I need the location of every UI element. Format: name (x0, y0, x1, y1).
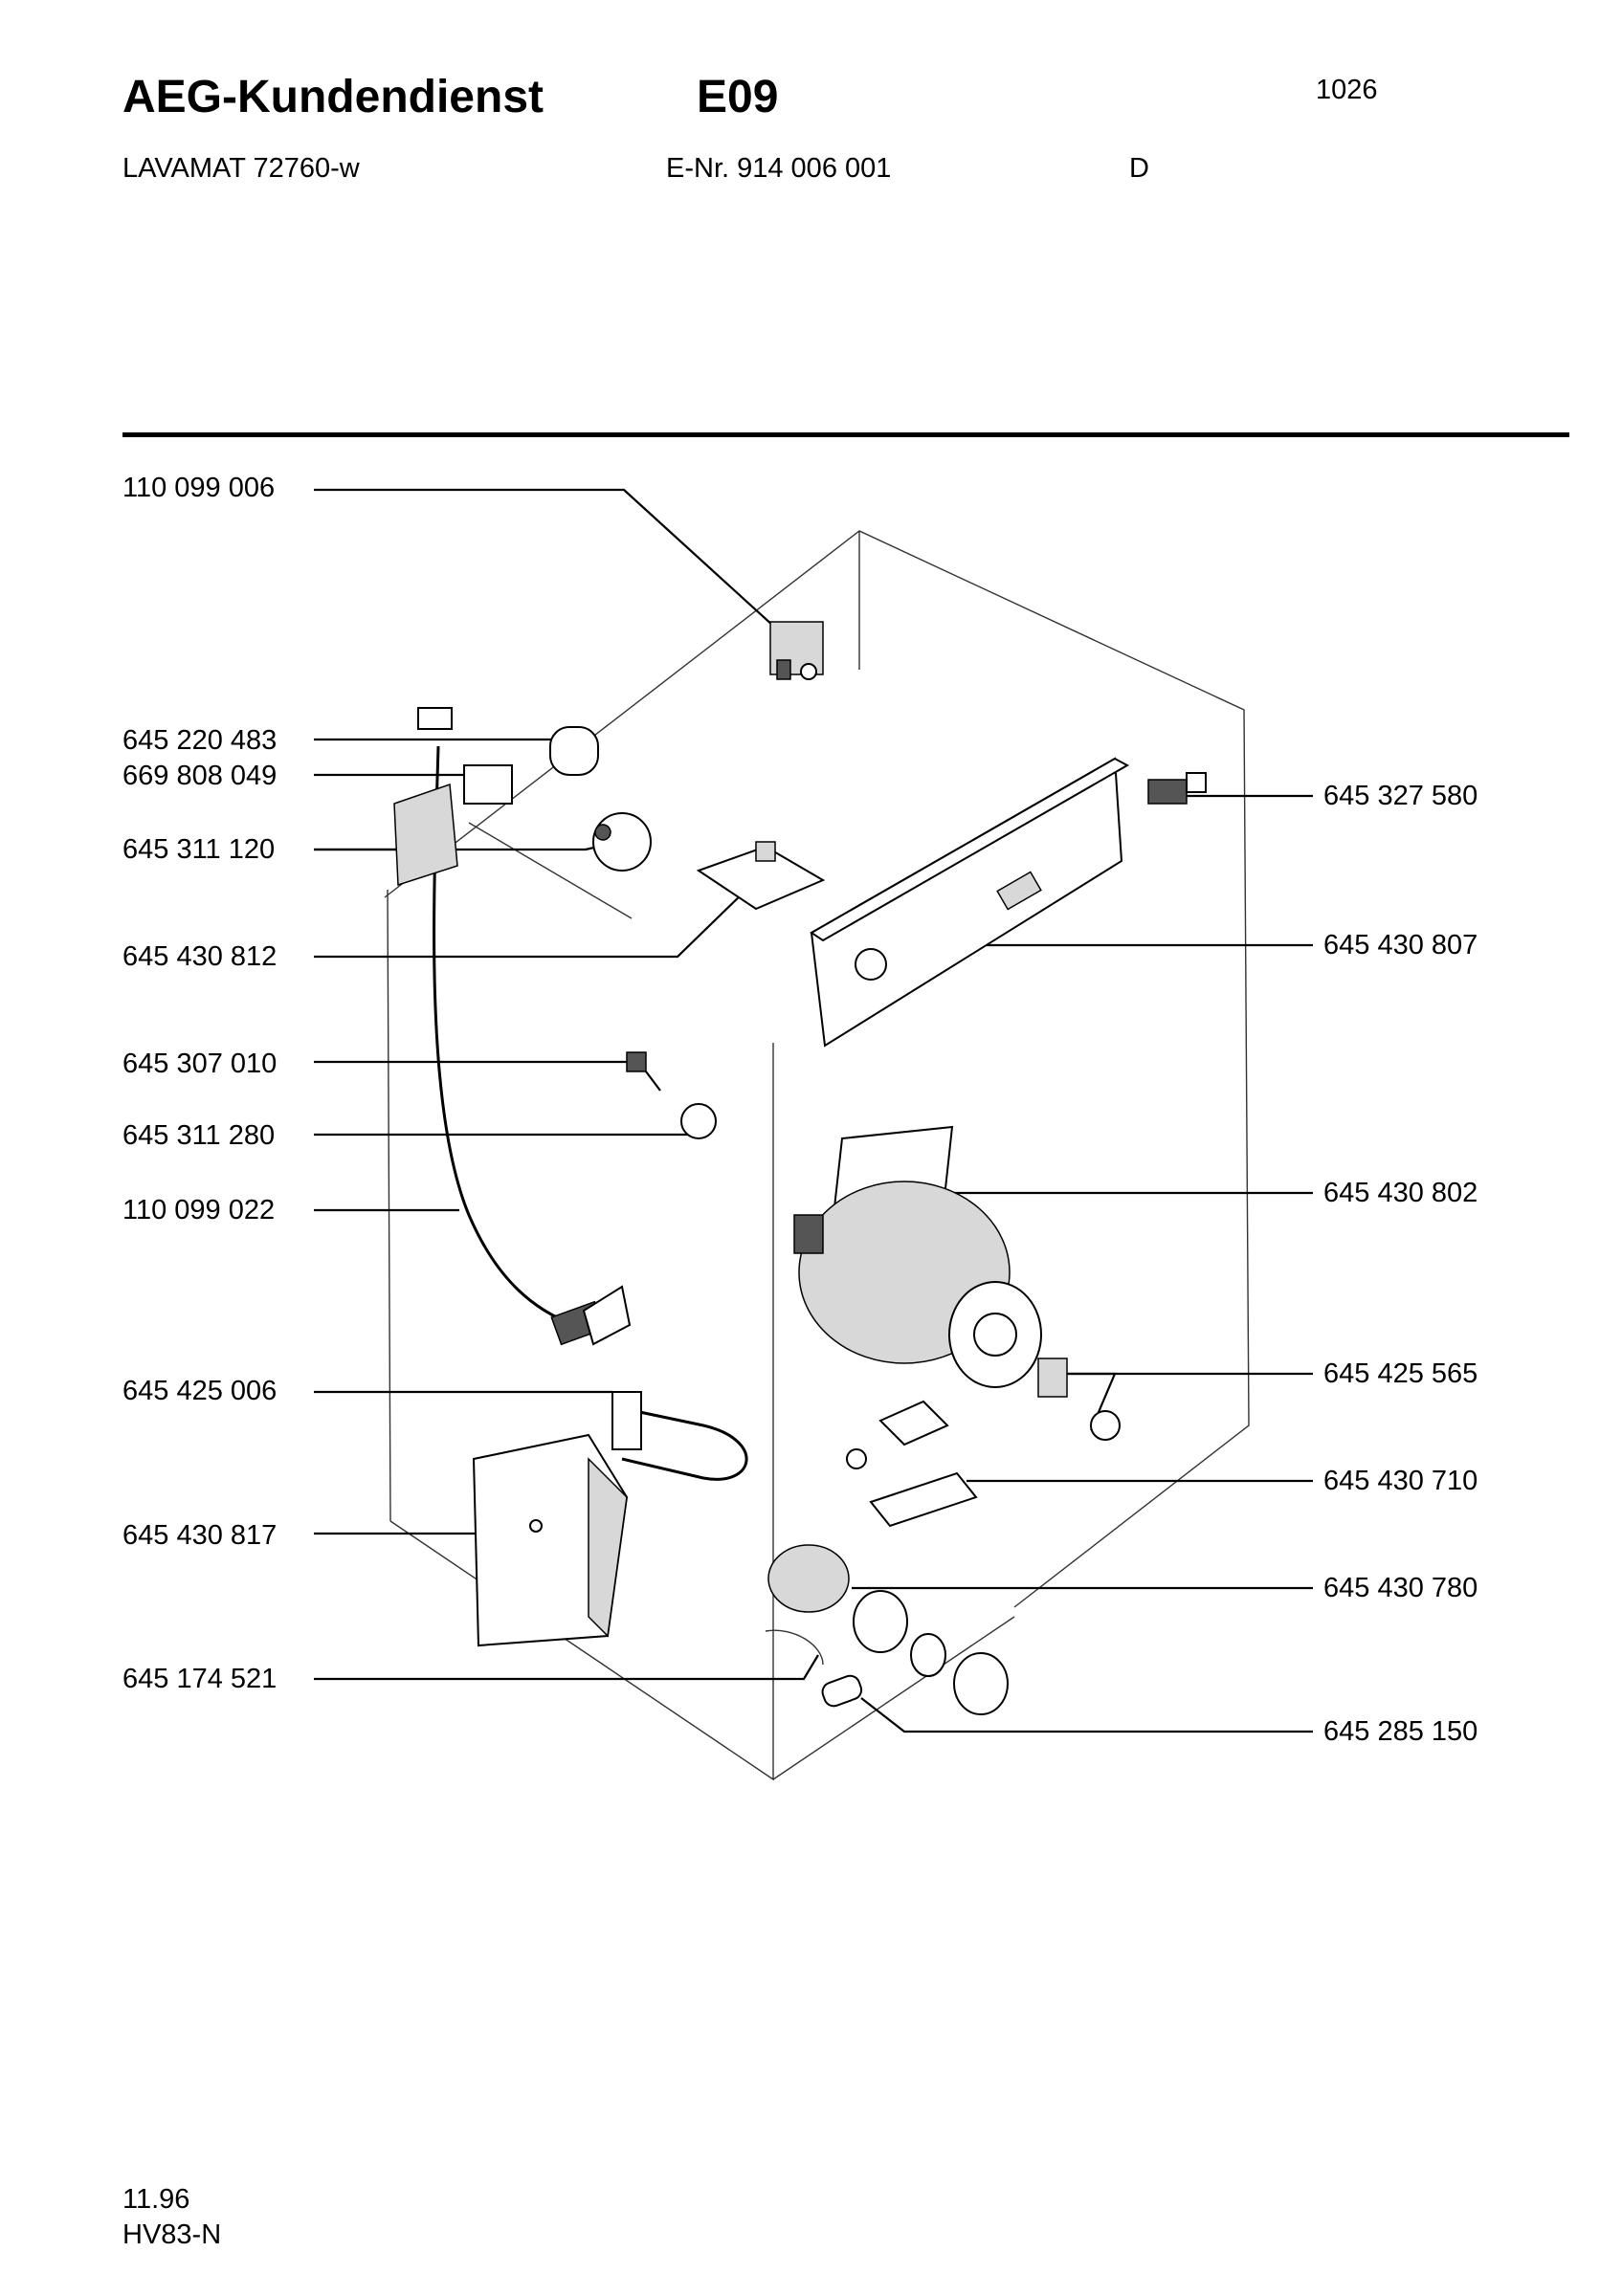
part-tacho (1037, 1358, 1121, 1441)
part-pcb (696, 841, 826, 911)
part-motor (793, 1125, 1042, 1388)
part-right-connector (1147, 772, 1207, 805)
doc-code: E09 (697, 72, 779, 122)
part-programmer-box (472, 1433, 629, 1647)
model-name: LAVAMAT 72760-w (122, 153, 360, 184)
brand-title: AEG-Kundendienst (122, 72, 544, 122)
part-seal-ring (821, 1674, 863, 1708)
language-code: D (1129, 153, 1149, 184)
part-label-right: 645 425 565 (1323, 1358, 1478, 1389)
part-top-connector (769, 621, 824, 680)
part-label-right: 645 285 150 (1323, 1716, 1478, 1747)
part-label-left: 645 430 812 (122, 941, 278, 972)
leader-lines-left (314, 488, 819, 1681)
part-control-panel (810, 757, 1130, 1048)
header-rule (122, 432, 1569, 437)
page-number: 1026 (1316, 75, 1378, 105)
part-label-left: 645 311 120 (122, 834, 276, 865)
part-label-right: 645 430 802 (1323, 1178, 1478, 1208)
part-small-knobs (626, 1051, 717, 1139)
part-label-left: 645 425 006 (122, 1376, 278, 1406)
part-label-left: 645 307 010 (122, 1049, 278, 1079)
part-label-left: 645 174 521 (122, 1664, 278, 1694)
part-label-right: 645 327 580 (1323, 781, 1478, 811)
part-label-left: 110 099 022 (122, 1195, 276, 1225)
part-label-left: 669 808 049 (122, 761, 278, 791)
part-label-left: 645 220 483 (122, 725, 278, 756)
part-label-left: 645 311 280 (122, 1120, 276, 1151)
part-switch-assembly (393, 707, 652, 887)
e-number: E-Nr. 914 006 001 (666, 153, 892, 184)
part-heater (611, 1391, 748, 1481)
footer-code: HV83-N (122, 2219, 222, 2250)
part-label-left: 110 099 006 (122, 473, 276, 503)
part-plates (846, 1400, 978, 1528)
part-label-right: 645 430 807 (1323, 930, 1478, 960)
footer-date: 11.96 (122, 2184, 190, 2215)
part-pump (765, 1544, 1009, 1715)
part-label-right: 645 430 710 (1323, 1466, 1478, 1496)
part-label-right: 645 430 780 (1323, 1573, 1478, 1603)
part-label-left: 645 430 817 (122, 1520, 278, 1551)
leader-lines-right (852, 794, 1313, 1733)
